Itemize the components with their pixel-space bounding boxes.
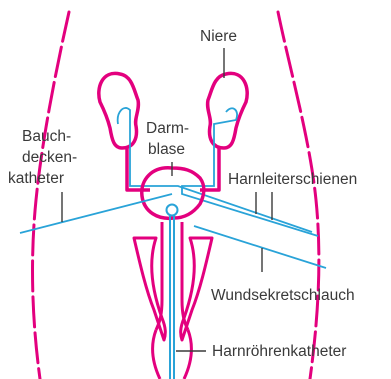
kidney-left xyxy=(99,73,139,148)
label-kidney: Niere xyxy=(200,28,237,45)
catheter-balloon xyxy=(167,205,178,216)
body-outline-left xyxy=(33,12,69,379)
urethra-lower-left xyxy=(153,330,160,379)
label-abdominal-catheter-line3: katheter xyxy=(8,170,64,187)
label-bladder-line2: blase xyxy=(148,141,185,158)
urethral-catheter-tube xyxy=(170,215,174,379)
label-abdominal-catheter-line2: decken- xyxy=(22,149,77,166)
urethra-lower-right xyxy=(184,330,191,379)
body-outline-right xyxy=(278,12,319,379)
label-ureteral-stents: Harnleiterschienen xyxy=(228,171,357,188)
abdominal-wall-catheter xyxy=(20,194,172,233)
label-bladder-line1: Darm- xyxy=(146,120,189,137)
label-urethral-catheter: Harnröhrenkatheter xyxy=(212,343,346,360)
label-wound-drain: Wundsekretschlauch xyxy=(211,287,355,304)
label-abdominal-catheter-line1: Bauch- xyxy=(22,128,71,145)
